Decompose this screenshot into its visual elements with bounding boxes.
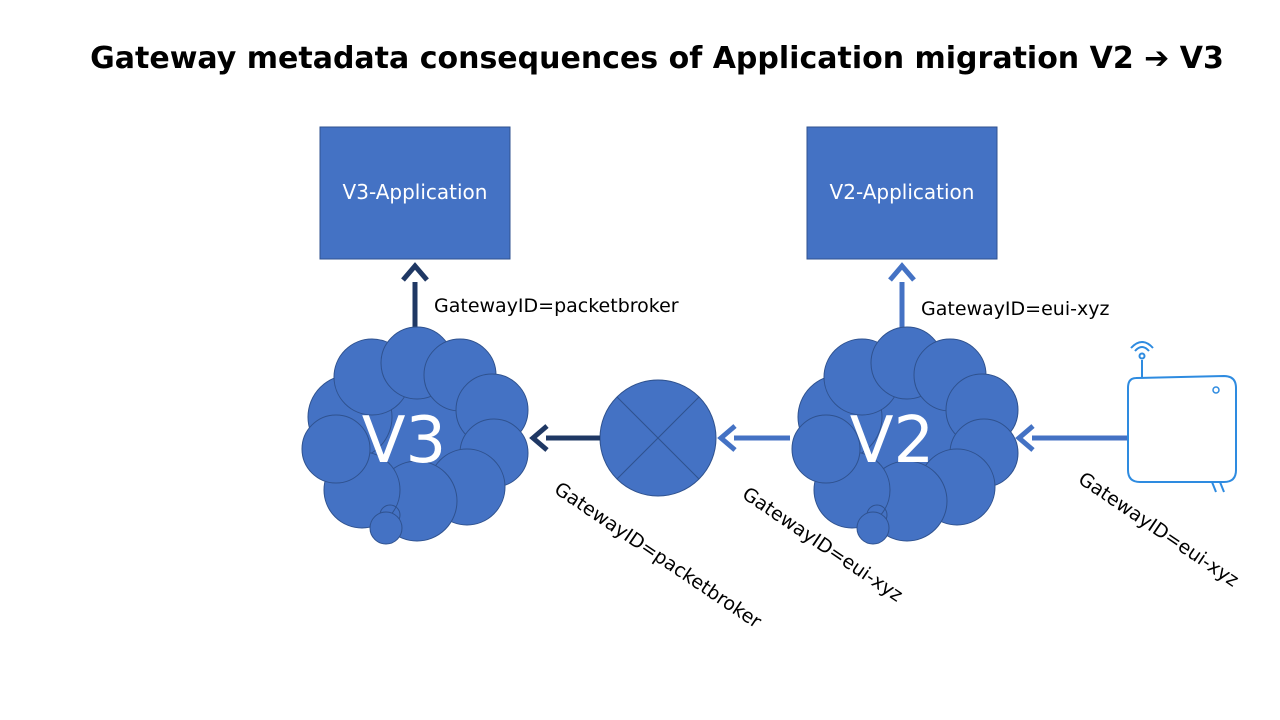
arrow-v2-to-broker [717,424,790,452]
v2-application-box [806,126,998,260]
lora-gateway-icon [1127,341,1237,493]
v2-application-node: V2-Application [806,126,998,260]
v3-cloud-tail-large [369,511,403,545]
gateway-foot-right [1219,481,1225,493]
crossed-circle-stroke-b [616,396,700,480]
title-suffix: V3 [1180,41,1224,76]
gateway-signal-wave-inner [1134,346,1150,352]
gateway-status-led [1212,386,1220,394]
v3-cloud-label: V3 [362,404,447,478]
v3-application-label: V3-Application [343,180,488,204]
page-title: Gateway metadata consequences of Applica… [90,41,1224,76]
title-arrow-icon: ➔ [1144,41,1180,76]
v2-cloud-node: V2 [791,326,1019,545]
gateway-device-body [1127,374,1237,483]
packet-broker-node [599,379,717,497]
v2-cloud-tail-large [856,511,890,545]
title-prefix: Gateway metadata consequences of Applica… [90,41,1134,76]
v2-application-label: V2-Application [830,180,975,204]
v3-cloud-node: V3 [301,326,529,545]
edge-label-gateway-to-v2: GatewayID=eui-xyz [1074,468,1243,592]
gateway-signal-wave-outer [1130,341,1154,349]
gateway-antenna-tip [1138,352,1146,360]
v3-application-node: V3-Application [319,126,511,260]
arrow-broker-to-v3 [529,424,600,452]
edge-label-v2-to-application: GatewayID=eui-xyz [921,298,1109,320]
gateway-foot-left [1211,481,1217,493]
edge-label-broker-to-v3: GatewayID=packetbroker [550,478,765,633]
v2-cloud-label: V2 [850,404,935,478]
edge-label-v3-to-application: GatewayID=packetbroker [434,295,679,317]
v3-application-box [319,126,511,260]
